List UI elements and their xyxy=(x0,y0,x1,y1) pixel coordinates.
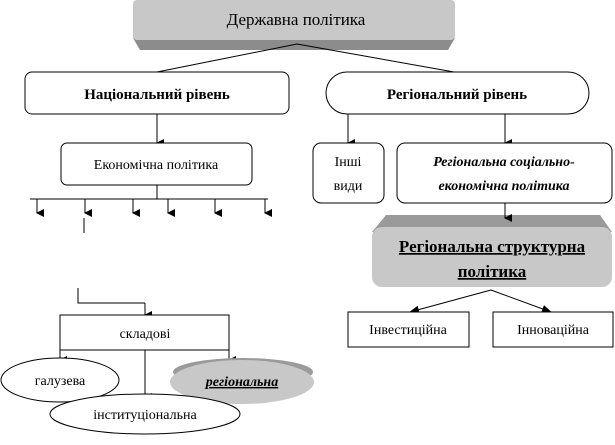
connector xyxy=(296,43,455,73)
innovation-label: Інноваційна xyxy=(517,323,590,338)
structural-line2: політика xyxy=(458,262,527,281)
institutional-node: інституціональна xyxy=(49,393,241,435)
regional-socio-economic-node: Регіональна соціально- економічна політи… xyxy=(396,142,613,204)
regional-level-label: Регіональний рівень xyxy=(387,87,527,103)
investment-node: Інвестиційна xyxy=(347,311,470,348)
structural-line1: Регіональна структурна xyxy=(399,237,586,256)
national-level-node: Національний рівень xyxy=(24,71,290,115)
institutional-label: інституціональна xyxy=(93,408,197,423)
components-label: складові xyxy=(120,327,171,342)
investment-label: Інвестиційна xyxy=(369,323,447,338)
regional-component-label: регіональна xyxy=(205,375,278,390)
economic-branches xyxy=(30,185,272,319)
other-types-node: Інші види xyxy=(312,142,385,204)
national-level-label: Національний рівень xyxy=(84,87,230,103)
innovation-node: Інноваційна xyxy=(492,311,614,348)
regional-component-node: регіональна xyxy=(170,358,314,404)
economic-policy-node: Економічна політика xyxy=(60,142,253,186)
arrow xyxy=(490,289,552,313)
arrow xyxy=(409,289,492,314)
regional-level-node: Регіональний рівень xyxy=(325,71,590,115)
sectoral-label: галузева xyxy=(35,374,86,389)
root-label: Державна політика xyxy=(227,10,366,29)
sectoral-node: галузева xyxy=(0,357,120,403)
root-node: Державна політика xyxy=(133,0,455,50)
socio-economic-line2: економічна політика xyxy=(438,179,569,194)
components-node: складові xyxy=(59,314,230,351)
connector xyxy=(156,43,298,73)
socio-economic-line1: Регіональна соціально- xyxy=(433,155,575,170)
other-types-line2: види xyxy=(334,179,363,194)
other-types-line1: Інші xyxy=(335,155,362,170)
regional-structural-node: Регіональна структурна політика xyxy=(372,215,612,287)
economic-policy-label: Економічна політика xyxy=(94,158,219,173)
